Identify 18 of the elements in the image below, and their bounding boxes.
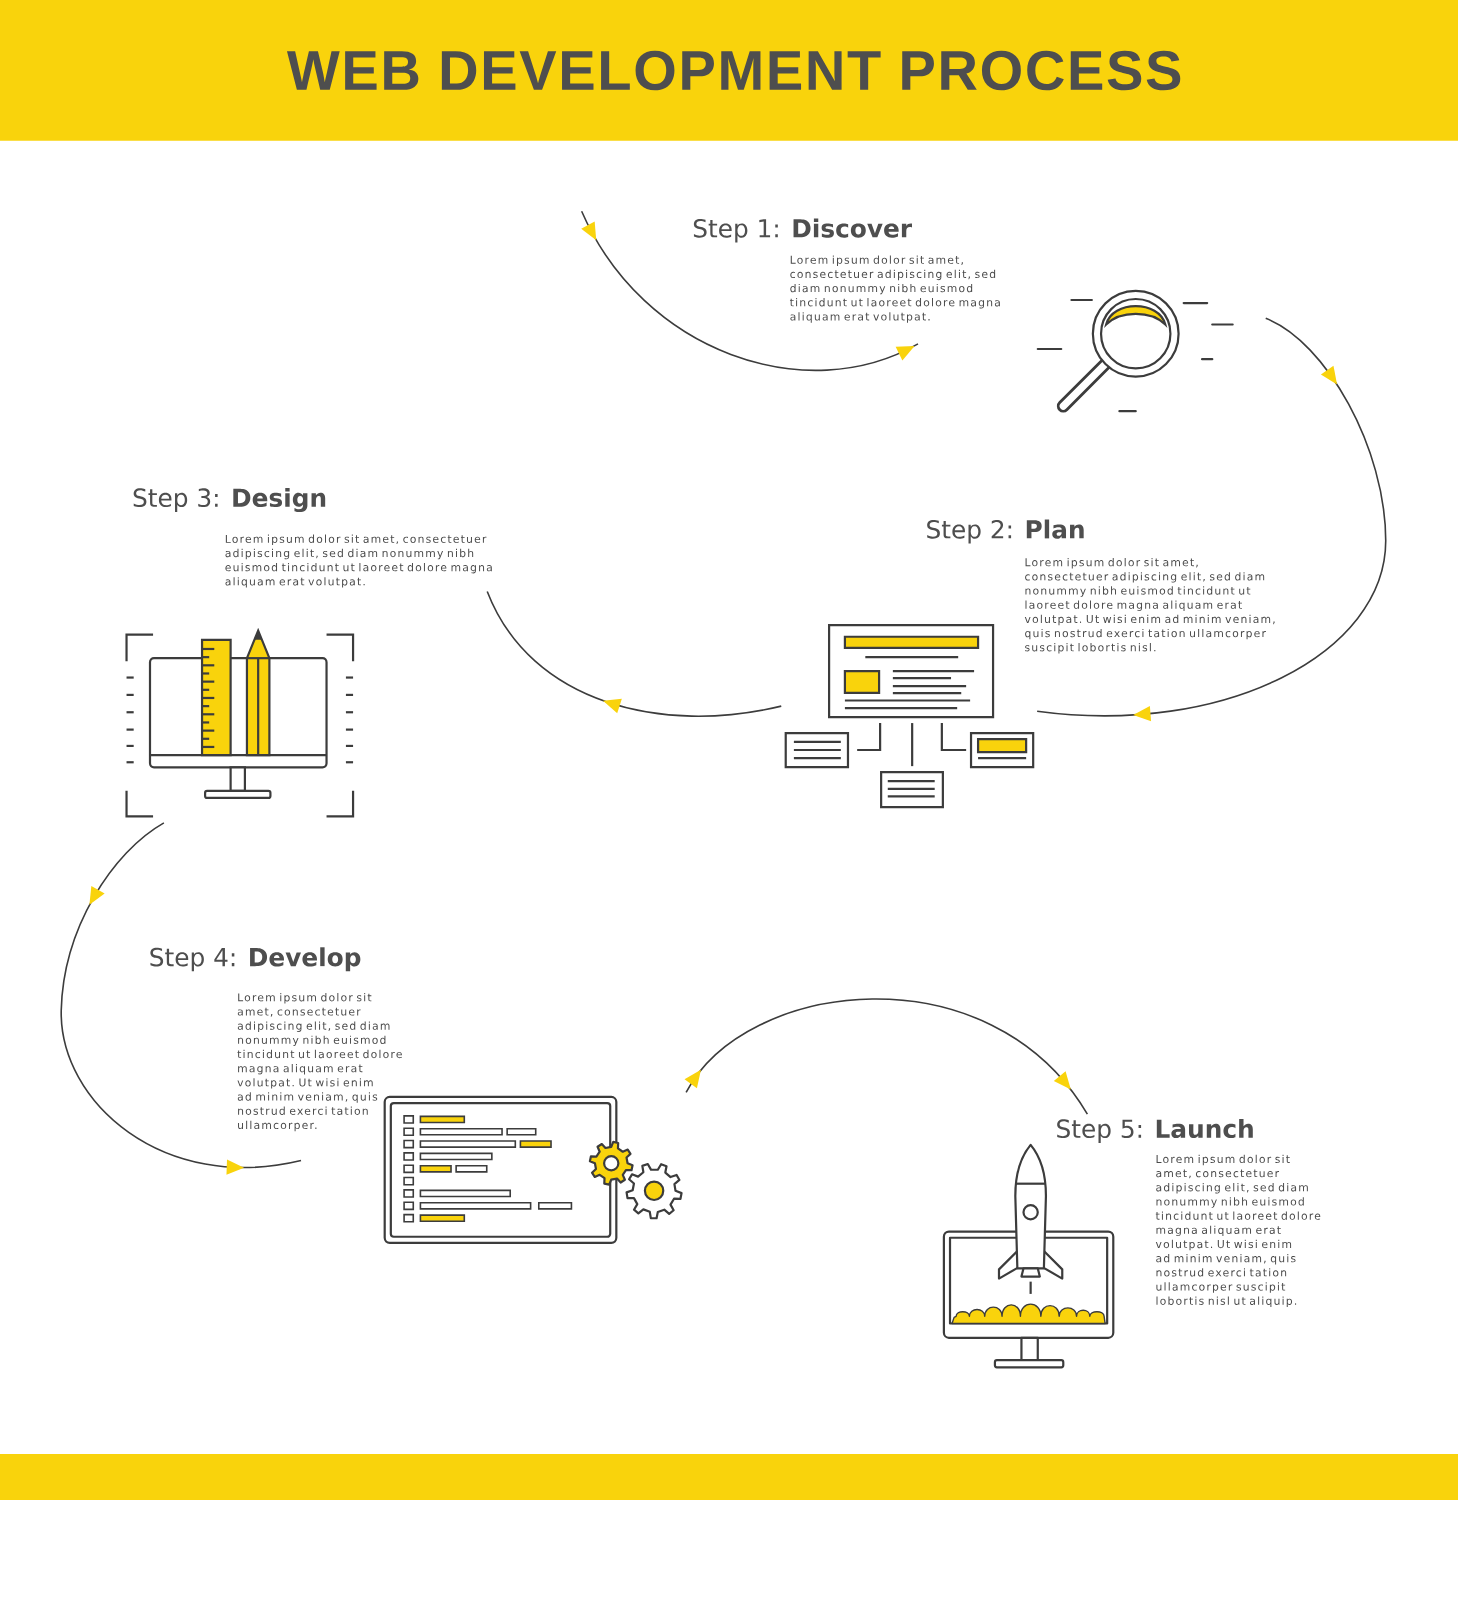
step-description: Lorem ipsum dolor sit amet, consectetuer adipiscing elit, sed diam nonummy nibh euismod tincidunt ut laoreet dolore magna aliquam erat volutpat.	[225, 534, 492, 588]
step-heading: Step 4: Develop	[150, 947, 361, 972]
magnifier-icon	[1036, 289, 1234, 413]
curved-arrow	[1036, 317, 1387, 722]
curved-arrow	[684, 998, 1089, 1115]
step-description: Lorem ipsum dolor sit amet, consectetuer adipiscing elit, sed diam nonummy nibh euismod tincidunt ut laoreet dolore magna aliquam erat volutpat. Ut wisi enim ad minim veniam, quis nostrud exerci tation ullamcorper suscipit lobortis nisl ut aliquip.	[1155, 1154, 1321, 1307]
step-heading: Step 3: Design	[133, 487, 326, 513]
step-heading: Step 1: Discover	[693, 218, 912, 243]
step-description: Lorem ipsum dolor sit amet, consectetuer adipiscing elit, sed diam nonummy nibh euismod tincidunt ut laoreet dolore magna aliquam erat volutpat. Ut wisi enim ad minim veniam, quis nostrud exerci tation ullamcorper.	[237, 993, 402, 1132]
step-description: Lorem ipsum dolor sit amet, consectetuer adipiscing elit, sed diam nonummy nibh euismod tincidunt ut laoreet dolore magna aliquam erat volutpat.	[789, 255, 1000, 323]
curved-arrow	[486, 590, 782, 717]
curved-arrow	[60, 822, 302, 1175]
step-heading: Step 2: Plan	[927, 519, 1084, 544]
step-description: Lorem ipsum dolor sit amet, consectetuer adipiscing elit, sed diam nonummy nibh euismod tincidunt ut laoreet dolore magna aliquam erat volutpat. Ut wisi enim ad minim veniam, quis nostrud exerci tation ullamcorper suscipit lobortis nisl.	[1024, 557, 1275, 654]
curved-arrow	[580, 210, 919, 371]
design-tools-icon	[125, 627, 355, 818]
title-banner: WEB DEVELOPMENT PROCESS	[0, 0, 1458, 141]
step-heading: Step 5: Launch	[1057, 1118, 1253, 1143]
